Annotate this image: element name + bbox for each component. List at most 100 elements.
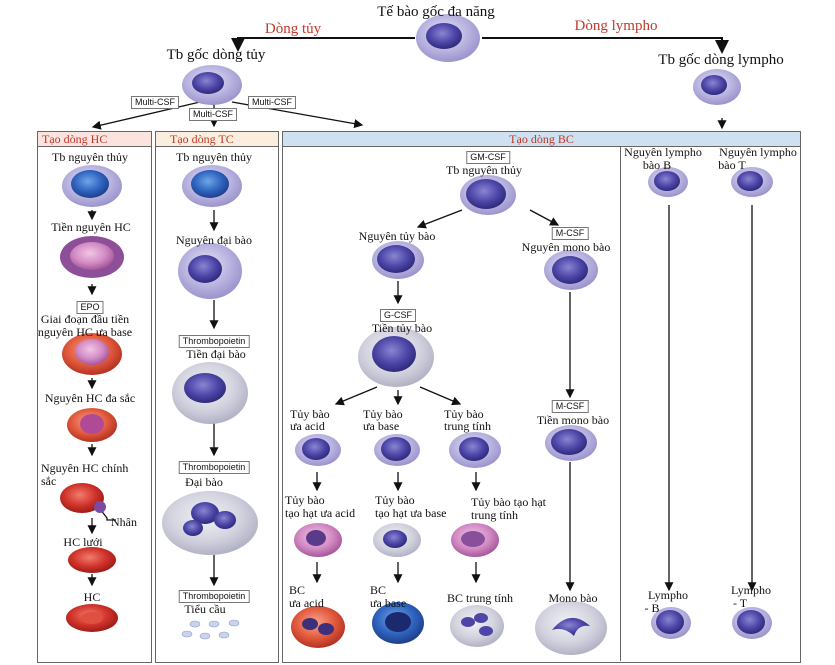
tc-stage-1: Tb nguyên thủy <box>176 150 252 164</box>
lymphoid-stem-label: Tb gốc dòng lympho <box>658 52 784 68</box>
promegakaryocyte-cell <box>172 362 248 424</box>
multi-csf-tag-center: Multi-CSF <box>189 108 237 121</box>
platelet-blast-cell <box>182 165 242 207</box>
myeloid-stem-cell <box>182 65 242 105</box>
epo-tag: EPO <box>76 301 104 314</box>
rbc-stage-3a: Giai đoạn đầu tiền <box>40 312 130 326</box>
lympho-divider <box>620 146 621 661</box>
monoblast-cell <box>544 250 598 290</box>
b-lymphocyte-label-2: - B <box>644 601 660 615</box>
eos-myelocyte-label-2: ưa acid <box>290 419 325 433</box>
monoblast-label: Nguyên mono bào <box>521 240 611 254</box>
t-lymphocyte-label-1: Lympho <box>730 583 772 597</box>
rbc-stage-5a: Nguyên HC chính <box>41 461 129 475</box>
b-lymphoblast-label-1: Nguyên lympho <box>624 145 702 159</box>
myeloblast-label: Nguyên tủy bào <box>358 229 436 243</box>
neut-myelocyte-label-1: Tủy bào <box>444 407 484 421</box>
baso-metamyelocyte-cell <box>373 523 421 557</box>
erythrocyte-cell <box>66 604 118 632</box>
baso-meta-label-1: Tủy bào <box>375 493 415 507</box>
nucleus-label: Nhân <box>111 515 137 529</box>
basophil-label-1: BC <box>370 583 387 597</box>
eos-meta-label-1: Tủy bào <box>285 493 325 507</box>
pluripotent-stem-cell <box>416 14 480 62</box>
diagram-title: Tế bào gốc đa năng <box>377 4 495 20</box>
myeloid-stem-label: Tb gốc dòng tủy <box>166 47 266 63</box>
polychromatic-normoblast-cell <box>67 408 117 442</box>
neut-metamyelocyte-cell <box>451 523 499 557</box>
myeloblast-cell <box>372 241 424 279</box>
platelet-panel-header: Tạo dòng TC <box>156 132 278 147</box>
eosinophil-label-1: BC <box>289 583 306 597</box>
t-lymphocyte-cell <box>732 607 772 639</box>
basophil-label-2: ưa base <box>370 596 407 610</box>
rbc-stage-4: Nguyên HC đa sắc <box>44 391 136 405</box>
tc-stage-5: Tiểu cầu <box>184 602 226 616</box>
g-csf-tag: G-CSF <box>380 309 416 322</box>
neutrophil-cell <box>450 605 504 647</box>
t-lymphoblast-label-1: Nguyên lympho <box>719 145 797 159</box>
b-lymphocyte-cell <box>651 607 691 639</box>
platelets <box>181 619 240 640</box>
gm-csf-tag: GM-CSF <box>466 151 510 164</box>
m-csf-tag-1: M-CSF <box>551 227 589 240</box>
baso-myelocyte-label-2: ưa base <box>363 419 400 433</box>
wbc-panel: Tạo dòng BC <box>282 131 801 663</box>
lymphoid-branch-label: Dòng lympho <box>574 18 658 34</box>
wbc-panel-header: Tạo dòng BC <box>283 132 800 147</box>
orthochromatic-normoblast-cell <box>60 483 106 513</box>
thrombopoietin-tag-3: Thrombopoietin <box>178 590 250 603</box>
neut-myelocyte-cell <box>449 432 501 468</box>
wbc-blast-label: Tb nguyên thủy <box>446 163 522 177</box>
rbc-blast-cell <box>62 165 122 207</box>
b-lymphocyte-label-1: Lympho <box>647 588 689 602</box>
eos-myelocyte-label-1: Tủy bào <box>290 407 330 421</box>
rbc-panel-header: Tạo dòng HC <box>38 132 151 147</box>
baso-myelocyte-cell <box>374 434 420 466</box>
neutrophil-label: BC trung tính <box>446 591 514 605</box>
b-lymphoblast-label-2: bào B <box>642 158 672 172</box>
neut-meta-label-1: Tủy bào tạo hạt <box>471 495 546 509</box>
promyelocyte-cell <box>358 327 434 387</box>
promonocyte-label: Tiền mono bào <box>536 413 610 427</box>
t-lymphoblast-label-2: bào T <box>718 158 746 172</box>
monocyte-label: Mono bào <box>548 591 598 605</box>
eosinophil-label-2: ưa acid <box>289 596 324 610</box>
t-lymphoblast-cell <box>731 167 773 197</box>
rbc-stage-2: Tiền nguyên HC <box>51 220 131 234</box>
eos-myelocyte-cell <box>295 434 341 466</box>
tc-stage-2: Nguyên đại bào <box>176 233 252 247</box>
tc-stage-3: Tiền đại bào <box>186 347 246 361</box>
rbc-stage-5b: sắc <box>41 474 57 488</box>
rbc-stage-1: Tb nguyên thủy <box>52 150 128 164</box>
multi-csf-tag-right: Multi-CSF <box>248 96 296 109</box>
baso-myelocyte-label-1: Tủy bào <box>363 407 403 421</box>
megakaryoblast-cell <box>178 243 242 299</box>
baso-meta-label-2: tạo hạt ưa base <box>375 506 447 520</box>
promyelocyte-label: Tiền tủy bào <box>371 321 433 335</box>
t-lymphocyte-label-2: - T <box>732 596 748 610</box>
thrombopoietin-tag-2: Thrombopoietin <box>178 461 250 474</box>
thrombopoietin-tag-1: Thrombopoietin <box>178 335 250 348</box>
multi-csf-tag-left: Multi-CSF <box>131 96 179 109</box>
eos-metamyelocyte-cell <box>294 523 342 557</box>
basophilic-normoblast-cell <box>62 333 122 375</box>
rbc-stage-6: HC lưới <box>63 535 103 549</box>
eos-meta-label-2: tạo hạt ưa acid <box>285 506 356 520</box>
m-csf-tag-2: M-CSF <box>551 400 589 413</box>
tc-stage-4: Đại bào <box>185 475 223 489</box>
basophil-cell <box>372 602 424 644</box>
lymphoid-stem-cell <box>693 69 741 105</box>
neut-myelocyte-label-2: trung tính <box>444 419 491 433</box>
promonocyte-cell <box>545 425 597 461</box>
neut-meta-label-2: trung tính <box>471 508 518 522</box>
rbc-stage-7: HC <box>83 590 101 604</box>
b-lymphoblast-cell <box>648 167 688 197</box>
myeloid-branch-label: Dòng tủy <box>264 21 322 37</box>
eosinophil-cell <box>291 606 345 648</box>
reticulocyte-cell <box>68 547 116 573</box>
megakaryocyte-cell <box>162 491 258 555</box>
rbc-stage-3b: nguyên HC ưa base <box>37 325 133 339</box>
wbc-blast-cell <box>460 175 516 215</box>
